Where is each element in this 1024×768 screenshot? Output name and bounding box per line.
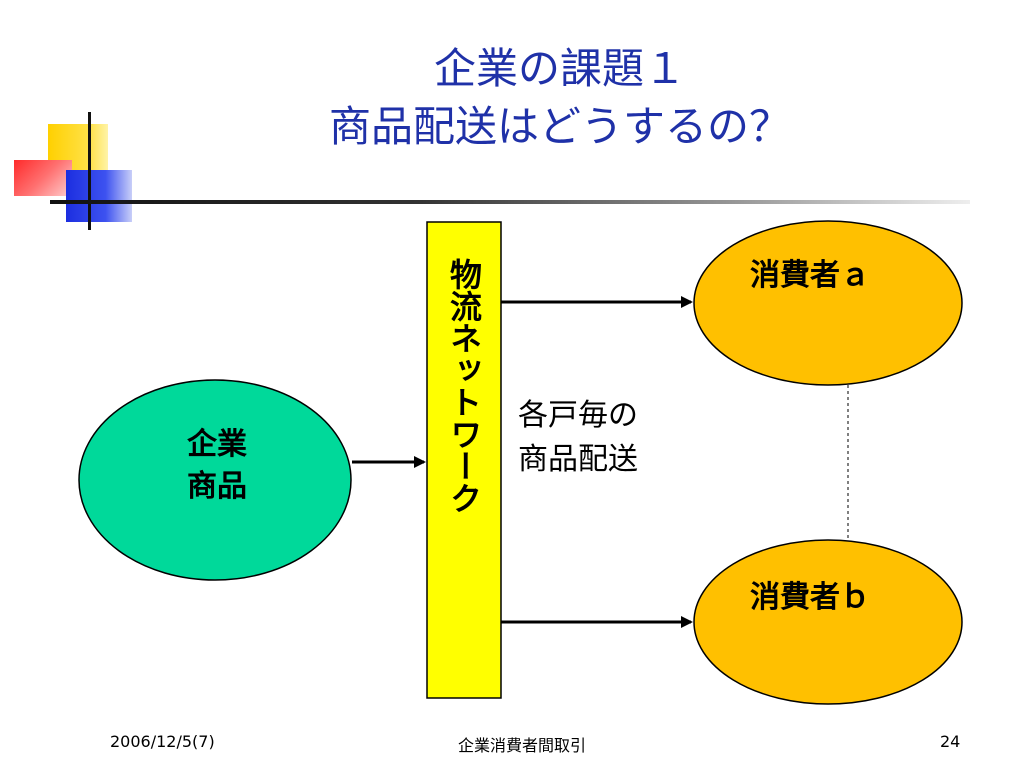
decor-blue-square — [66, 170, 132, 222]
footer-date: 2006/12/5(7) — [110, 732, 215, 751]
page-number: 24 — [940, 732, 961, 751]
title-underline — [50, 200, 970, 204]
slide-title: 企業の課題１ 商品配送はどうするの？ — [130, 40, 990, 156]
consumer-a-ellipse — [693, 220, 963, 386]
logistics-network-bar — [426, 221, 502, 699]
footer-title: 企業消費者間取引 — [457, 736, 586, 755]
company-label-line1: 企業 — [187, 427, 247, 462]
slide-title-line1: 企業の課題１ — [433, 44, 686, 93]
delivery-label-line2: 商品配送 — [518, 442, 638, 477]
consumer-b-ellipse — [693, 539, 963, 705]
decor-red-square — [14, 160, 72, 196]
company-ellipse — [78, 379, 352, 581]
slide-title-line2: 商品配送はどうするの？ — [328, 102, 791, 151]
logistics-network-label: 物流ネットワーク — [445, 258, 483, 514]
delivery-label-line1: 各戸毎の — [518, 398, 638, 433]
consumer-a-label: 消費者ａ — [750, 258, 870, 293]
decor-vertical-line — [88, 112, 91, 230]
company-label: 企業 商品 — [172, 424, 262, 508]
consumer-b-label: 消費者ｂ — [750, 580, 870, 615]
company-label-line2: 商品 — [187, 469, 247, 504]
door-to-door-delivery-label: 各戸毎の 商品配送 — [518, 394, 638, 482]
